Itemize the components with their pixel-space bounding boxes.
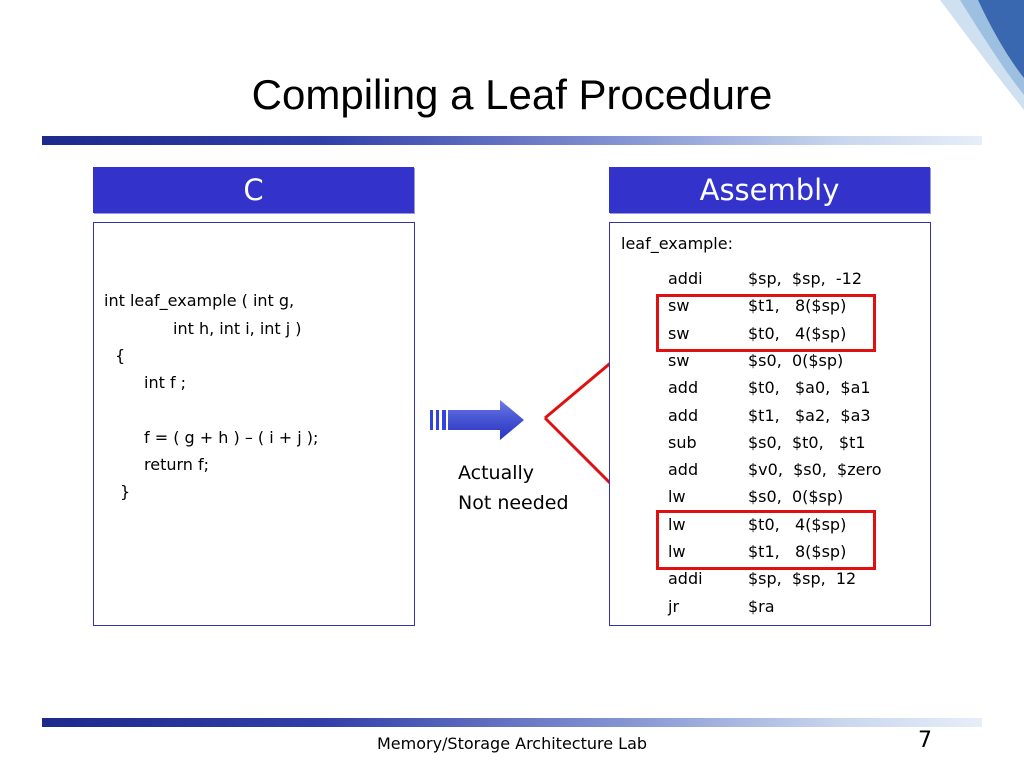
asm-operands: $s0, $t0, $t1: [748, 432, 866, 452]
assembly-column-header: Assembly: [609, 167, 930, 213]
c-code-line: }: [120, 482, 131, 501]
not-needed-note: Actually Not needed: [458, 458, 569, 518]
asm-operands: $s0, 0($sp): [748, 350, 844, 370]
footer-text: Memory/Storage Architecture Lab: [376, 734, 648, 753]
c-code-line: int h, int i, int j ): [173, 319, 302, 338]
asm-operands: $v0, $s0, $zero: [748, 460, 882, 480]
asm-operands: $sp, $sp, -12: [748, 269, 862, 288]
asm-instruction-row: sw $s0, 0($sp): [668, 347, 928, 374]
asm-instruction-row: add $v0, $s0, $zero: [668, 456, 928, 483]
asm-operands: $t1, $a2, $a3: [748, 405, 871, 425]
asm-operands: $t0, $a0, $a1: [748, 378, 871, 398]
asm-instruction-row: add $t1, $a2, $a3: [668, 402, 928, 429]
restore-registers-highlight: [656, 510, 876, 570]
asm-instruction-row: jr $ra: [668, 593, 928, 620]
asm-opcode: lw: [668, 514, 686, 534]
note-line-2: Not needed: [458, 492, 569, 514]
asm-instruction-row: add $t0, $a0, $a1: [668, 374, 928, 401]
asm-opcode: sw: [668, 296, 690, 316]
footer-divider: [42, 718, 982, 727]
note-line-1: Actually: [458, 462, 535, 484]
asm-opcode: addi: [668, 569, 703, 589]
page-curl-decoration: [940, 0, 1024, 110]
procedure-label: leaf_example:: [621, 234, 733, 253]
asm-opcode: add: [668, 460, 699, 480]
asm-instruction-row: sw $t0, 4($sp): [668, 320, 928, 347]
asm-instruction-row: lw $s0, 0($sp): [668, 483, 928, 510]
asm-opcode: lw: [668, 542, 686, 561]
asm-opcode: lw: [668, 487, 686, 507]
asm-operands: $s0, 0($sp): [748, 487, 844, 507]
asm-opcode: addi: [668, 269, 703, 288]
asm-instruction-row: lw $t0, 4($sp): [668, 511, 928, 538]
assembly-code-box: leaf_example: addi $sp, $sp, -12 sw $t1, 8(…: [609, 222, 931, 626]
asm-operands: $ra: [748, 596, 775, 616]
asm-operands: $sp, $sp, 12: [748, 569, 857, 589]
asm-opcode: sw: [668, 323, 690, 343]
asm-instruction-row: addi $sp, $sp, -12: [668, 265, 928, 292]
asm-instruction-row: addi $sp, $sp, 12: [668, 565, 928, 592]
asm-instruction-row: lw $t1, 8($sp): [668, 538, 928, 565]
asm-opcode: add: [668, 378, 699, 398]
slide-title: Compiling a Leaf Procedure: [251, 71, 773, 118]
c-code-line: return f;: [144, 455, 210, 474]
title-divider: [42, 136, 982, 145]
asm-operands: $t1, 8($sp): [748, 296, 847, 316]
c-code-line: {: [115, 346, 126, 365]
asm-instruction-row: sw $t1, 8($sp): [668, 292, 928, 319]
asm-opcode: add: [668, 405, 699, 425]
save-registers-highlight: [656, 294, 876, 352]
c-code-line: int f ;: [144, 373, 187, 392]
asm-opcode: sw: [668, 350, 690, 370]
c-code-box: int leaf_example ( int g, int h, int i, …: [93, 222, 415, 626]
c-code-line: f = ( g + h ) – ( i + j );: [144, 428, 319, 447]
asm-opcode: sub: [668, 432, 697, 452]
asm-operands: $t0, 4($sp): [748, 323, 847, 343]
c-column-header: C: [93, 167, 414, 213]
asm-operands: $t0, 4($sp): [748, 514, 847, 534]
c-code-line: int leaf_example ( int g,: [104, 291, 295, 310]
asm-operands: $t1, 8($sp): [748, 542, 847, 561]
right-arrow-icon: [430, 400, 524, 440]
page-number: 7: [918, 728, 932, 753]
asm-instruction-row: sub $s0, $t0, $t1: [668, 429, 928, 456]
asm-opcode: jr: [668, 596, 680, 616]
